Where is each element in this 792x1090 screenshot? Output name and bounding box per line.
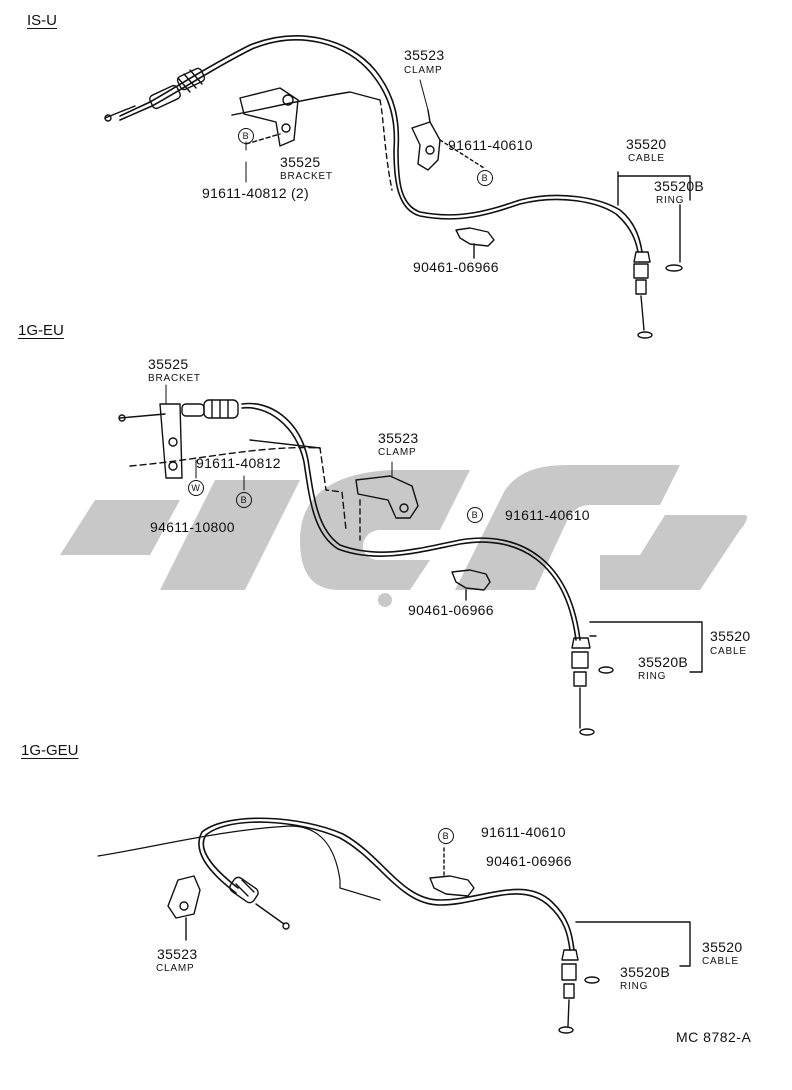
diagram-code: MC 8782-A	[676, 1029, 752, 1045]
geu-cable-part-number: 35520	[710, 628, 751, 644]
ggeu-bolt-part-number: 91611-40610	[481, 824, 566, 840]
ggeu-ring-part-number: 35520B	[620, 964, 671, 980]
isu-ring-name: RING	[656, 195, 685, 206]
isu-clamp-part-number: 35523	[404, 47, 445, 63]
geu-w-symbol: W	[188, 480, 204, 496]
geu-90461-part-number: 90461-06966	[408, 602, 494, 618]
isu-bracket-bolt-part-number: 91611-40812 (2)	[202, 185, 309, 201]
ggeu-b-symbol: B	[438, 828, 454, 844]
ggeu-clamp	[167, 875, 201, 941]
geu-clamp-name: CLAMP	[378, 447, 417, 458]
geu-90461	[451, 569, 491, 601]
isu-cable-end-left	[104, 67, 206, 122]
section-title-1ggeu: 1G-GEU	[21, 742, 79, 759]
ggeu-body-outline	[97, 825, 381, 901]
geu-bracket-name: BRACKET	[148, 373, 201, 384]
ggeu-90461-part-number: 90461-06966	[486, 853, 572, 869]
geu-cable-name: CABLE	[710, 646, 747, 657]
isu-cable-name: CABLE	[628, 153, 665, 164]
ggeu-cable	[198, 817, 575, 951]
watermark-logo	[60, 465, 748, 607]
isu-bracket-part-number: 35525	[280, 154, 321, 170]
isu-90461	[455, 227, 495, 259]
geu-ring-part-number: 35520B	[638, 654, 689, 670]
isu-b-symbol-bracket: B	[238, 128, 254, 144]
ggeu-cable-part-number: 35520	[702, 939, 743, 955]
geu-ring-name: RING	[638, 671, 667, 682]
isu-bracket-name: BRACKET	[280, 171, 333, 182]
geu-washer-part-number: 94611-10800	[150, 519, 235, 535]
geu-cable-end-left	[118, 399, 347, 531]
ggeu-clamp-part-number: 35523	[157, 946, 198, 962]
ggeu-cable-end-left	[229, 876, 290, 930]
ggeu-ring-name: RING	[620, 981, 649, 992]
geu-clamp	[355, 475, 419, 541]
geu-cable	[241, 402, 581, 641]
ggeu-cable-name: CABLE	[702, 956, 739, 967]
isu-90461-part-number: 90461-06966	[413, 259, 499, 275]
geu-b-symbol-bolt: B	[467, 507, 483, 523]
geu-bolt-part-number: 91611-40610	[505, 507, 590, 523]
isu-bolt-part-number: 91611-40610	[448, 137, 533, 153]
isu-clamp	[411, 109, 485, 171]
isu-cable	[119, 35, 643, 253]
isu-clamp-name: CLAMP	[404, 65, 443, 76]
ggeu-clamp-name: CLAMP	[156, 963, 195, 974]
isu-b-symbol-bolt: B	[477, 170, 493, 186]
isu-cable-end-right	[617, 171, 691, 339]
geu-clamp-part-number: 35523	[378, 430, 419, 446]
geu-bracket-bolt-part-number: 91611-40812	[196, 455, 281, 471]
geu-leaders	[165, 384, 393, 491]
geu-b-symbol-bracket: B	[236, 492, 252, 508]
geu-cable-end-right	[571, 621, 703, 736]
geu-bracket-part-number: 35525	[148, 356, 189, 372]
isu-cable-part-number: 35520	[626, 136, 667, 152]
section-title-isu: IS-U	[27, 12, 57, 29]
isu-bracket	[231, 87, 393, 191]
section-title-1geu: 1G-EU	[18, 322, 64, 339]
isu-leaders	[245, 79, 429, 183]
isu-ring-part-number: 35520B	[654, 178, 705, 194]
ggeu-cable-end-right	[558, 921, 691, 1034]
ggeu-90461	[429, 847, 475, 897]
